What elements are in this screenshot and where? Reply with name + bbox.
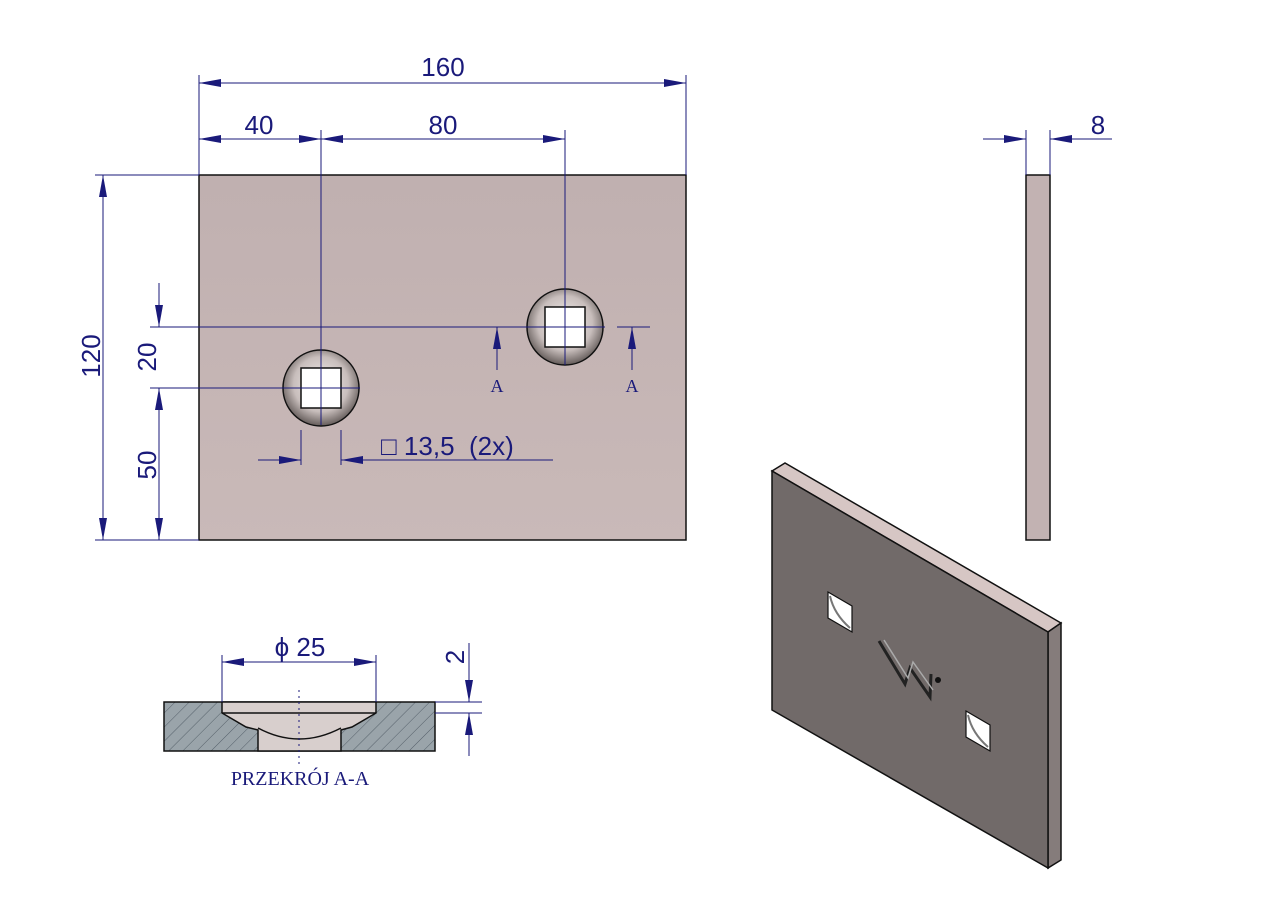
logo-mark xyxy=(877,639,941,702)
section-marker-right: A xyxy=(617,326,650,396)
front-view: 160 40 80 120 20 50 □ 13,5 (2x) A A xyxy=(76,52,687,541)
dim-hole-offset-y: 20 xyxy=(132,343,162,372)
side-view: 8 xyxy=(983,110,1112,541)
isometric-view xyxy=(770,462,1063,870)
section-view: ϕ 25 2 PRZEKRÓJ A-A xyxy=(163,632,482,790)
section-title: PRZEKRÓJ A-A xyxy=(231,766,370,790)
dim-square-size: □ 13,5 (2x) xyxy=(381,431,514,461)
iso-hole-2 xyxy=(965,709,991,753)
dim-hole-spacing-x: 80 xyxy=(429,110,458,140)
section-marker-left: A xyxy=(482,326,512,396)
svg-text:A: A xyxy=(491,376,504,396)
dim-thickness: 8 xyxy=(1091,110,1105,140)
plate-outline xyxy=(198,174,687,541)
svg-text:A: A xyxy=(626,376,639,396)
dim-hole1-offset-x: 40 xyxy=(245,110,274,140)
dim-overall-width: 160 xyxy=(421,52,464,82)
dim-counterbore-depth: 2 xyxy=(440,650,470,664)
dim-overall-height: 120 xyxy=(76,334,106,377)
iso-hole-1 xyxy=(827,590,853,634)
dim-hole1-offset-y: 50 xyxy=(132,451,162,480)
dim-counterbore-diameter: ϕ 25 xyxy=(275,632,326,662)
